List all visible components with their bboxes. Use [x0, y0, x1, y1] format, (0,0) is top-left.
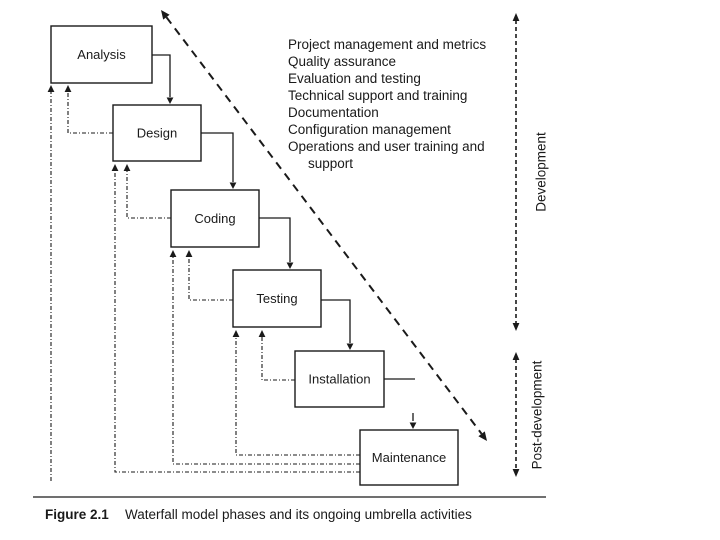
flow-testing-to-installation — [321, 299, 351, 343]
umbrella-activity: Operations and user training and — [288, 139, 485, 154]
feedback-coding-to-design — [126, 171, 171, 219]
feedback-connectors — [47, 85, 360, 481]
feedback-maintenance-to-testing — [235, 337, 360, 456]
phase-box-design: Design — [112, 104, 202, 162]
phase-box-coding: Coding — [170, 189, 260, 248]
arrowhead-down-icon — [229, 182, 237, 189]
umbrella-activity: Configuration management — [288, 122, 451, 137]
caption-figure-number: Figure 2.1 — [45, 507, 109, 522]
installation-box — [294, 350, 385, 408]
coding-label: Coding — [194, 211, 235, 226]
maintenance-label: Maintenance — [372, 450, 446, 465]
diagonal-dashed-line — [165, 16, 483, 435]
arrowhead-down-icon — [346, 343, 354, 350]
arrowhead-down-icon — [512, 469, 520, 477]
umbrella-activities-list: Project management and metrics Quality a… — [288, 37, 486, 171]
post-development-span-arrow: Post-development — [512, 352, 545, 477]
feedback-testing-to-coding — [188, 257, 233, 301]
feedback-design-to-analysis — [67, 92, 113, 134]
design-box — [112, 104, 202, 162]
arrowhead-down-icon — [512, 323, 520, 331]
arrowhead-down-icon — [166, 97, 174, 104]
development-label: Development — [534, 132, 549, 212]
umbrella-activity-wrap: support — [308, 156, 353, 171]
arrowhead-up-icon — [169, 250, 177, 257]
design-label: Design — [137, 126, 177, 141]
testing-box — [232, 269, 322, 328]
feedback-installation-to-testing — [261, 337, 295, 381]
maintenance-box — [359, 429, 459, 486]
flow-coding-to-testing — [259, 217, 291, 262]
diagonal-arrowhead-top-icon — [161, 10, 170, 20]
arrowhead-up-icon — [123, 164, 131, 171]
diagonal-arrowhead-bottom-icon — [478, 431, 487, 441]
arrowhead-up-icon — [258, 330, 266, 337]
feedback-maintenance-to-design — [114, 171, 360, 473]
analysis-label: Analysis — [77, 47, 126, 62]
umbrella-activity: Technical support and training — [288, 88, 467, 103]
testing-label: Testing — [256, 291, 297, 306]
arrowhead-down-icon — [409, 422, 417, 429]
phase-box-analysis: Analysis — [50, 25, 153, 84]
flow-analysis-to-design — [152, 54, 171, 97]
flow-connectors — [152, 54, 417, 429]
umbrella-activity: Evaluation and testing — [288, 71, 421, 86]
caption-title: Waterfall model phases and its ongoing u… — [125, 507, 472, 522]
umbrella-activity: Quality assurance — [288, 54, 396, 69]
umbrella-activity: Documentation — [288, 105, 379, 120]
feedback-maintenance-to-coding — [172, 257, 360, 465]
flow-design-to-coding — [201, 132, 234, 182]
phase-box-installation: Installation — [294, 350, 385, 408]
arrowhead-down-icon — [286, 262, 294, 269]
coding-box — [170, 189, 260, 248]
arrowhead-up-icon — [47, 85, 55, 92]
development-span-arrow: Development — [512, 13, 549, 331]
arrowhead-up-icon — [512, 352, 520, 360]
arrowhead-up-icon — [64, 85, 72, 92]
arrowhead-up-icon — [232, 330, 240, 337]
post-development-label: Post-development — [530, 360, 545, 469]
umbrella-activity: Project management and metrics — [288, 37, 486, 52]
arrowhead-up-icon — [111, 164, 119, 171]
figure-caption: Figure 2.1 Waterfall model phases and it… — [33, 496, 546, 522]
phase-box-testing: Testing — [232, 269, 322, 328]
phase-box-maintenance: Maintenance — [359, 429, 459, 486]
arrowhead-up-icon — [185, 250, 193, 257]
arrowhead-up-icon — [512, 13, 520, 21]
umbrella-diagonal-arrow — [161, 10, 487, 441]
installation-label: Installation — [308, 372, 370, 387]
analysis-box — [50, 25, 153, 84]
